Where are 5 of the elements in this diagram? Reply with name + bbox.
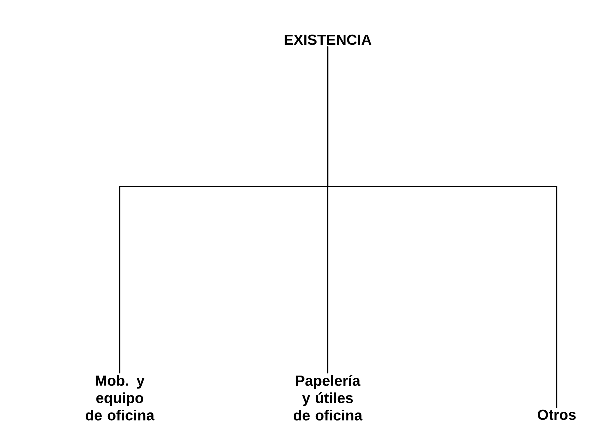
connector-line [327,46,558,408]
category-label: Otros [538,410,576,420]
category-label: Papelería y útiles de oficina [294,375,363,421]
category-label: Mob. y equipo de oficina [86,375,155,421]
title-text: EXISTENCIA [284,34,372,46]
